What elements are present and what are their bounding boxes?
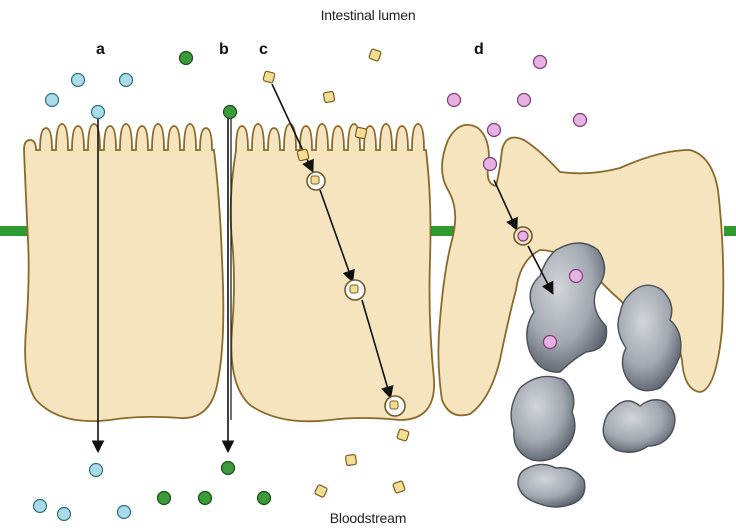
membrane-band-right <box>724 226 736 236</box>
pink-particle <box>488 124 501 137</box>
pink-particle <box>534 56 547 69</box>
green-particle <box>222 462 235 475</box>
yellow-particle <box>323 91 335 103</box>
pink-particle <box>484 158 497 171</box>
immune-cell-3 <box>511 376 575 460</box>
pink-particle <box>518 231 528 241</box>
blue-particle <box>72 74 85 87</box>
vesicle-cargo-item <box>311 176 319 184</box>
blue-particle <box>118 506 131 519</box>
yellow-particle <box>355 127 367 139</box>
green-particle <box>180 52 193 65</box>
yellow-particle <box>297 149 309 161</box>
blue-particle <box>46 94 59 107</box>
blue-particle <box>90 464 103 477</box>
pink-particle <box>574 114 587 127</box>
blue-particle <box>58 508 71 521</box>
yellow-particle <box>345 454 356 465</box>
yellow-particle <box>369 49 382 62</box>
blue-particle <box>120 74 133 87</box>
vesicle-cargo-item <box>350 285 358 293</box>
pink-particle <box>448 94 461 107</box>
green-particle <box>224 106 237 119</box>
yellow-particle <box>393 481 406 494</box>
vesicle-cargo-item <box>390 401 398 409</box>
immune-cell-4 <box>603 400 675 453</box>
green-particle <box>158 492 171 505</box>
epithelial-cell-middle <box>231 124 434 421</box>
blue-particle <box>34 500 47 513</box>
immune-cell-5 <box>518 464 585 507</box>
yellow-particle <box>263 71 275 83</box>
green-particle <box>258 492 271 505</box>
blue-particle <box>92 106 105 119</box>
green-particle <box>199 492 212 505</box>
immune-cell-1 <box>527 243 607 372</box>
yellow-particle <box>397 429 410 442</box>
yellow-particle <box>314 484 327 497</box>
pink-particle <box>570 270 583 283</box>
epithelial-cell-left <box>24 124 223 421</box>
pink-particle <box>544 336 557 349</box>
pink-particle <box>518 94 531 107</box>
